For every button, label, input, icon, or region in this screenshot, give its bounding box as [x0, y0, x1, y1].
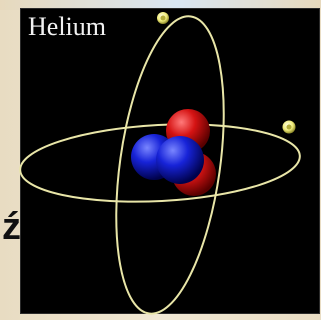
top-strip	[0, 0, 321, 10]
orbit-horizontal	[19, 123, 301, 203]
element-label: Helium	[28, 12, 106, 41]
electron-inner	[286, 124, 292, 130]
electron-inner	[160, 15, 166, 21]
neutron	[156, 136, 204, 184]
side-letter: ź	[2, 206, 21, 248]
orbit-vertical	[115, 15, 225, 315]
